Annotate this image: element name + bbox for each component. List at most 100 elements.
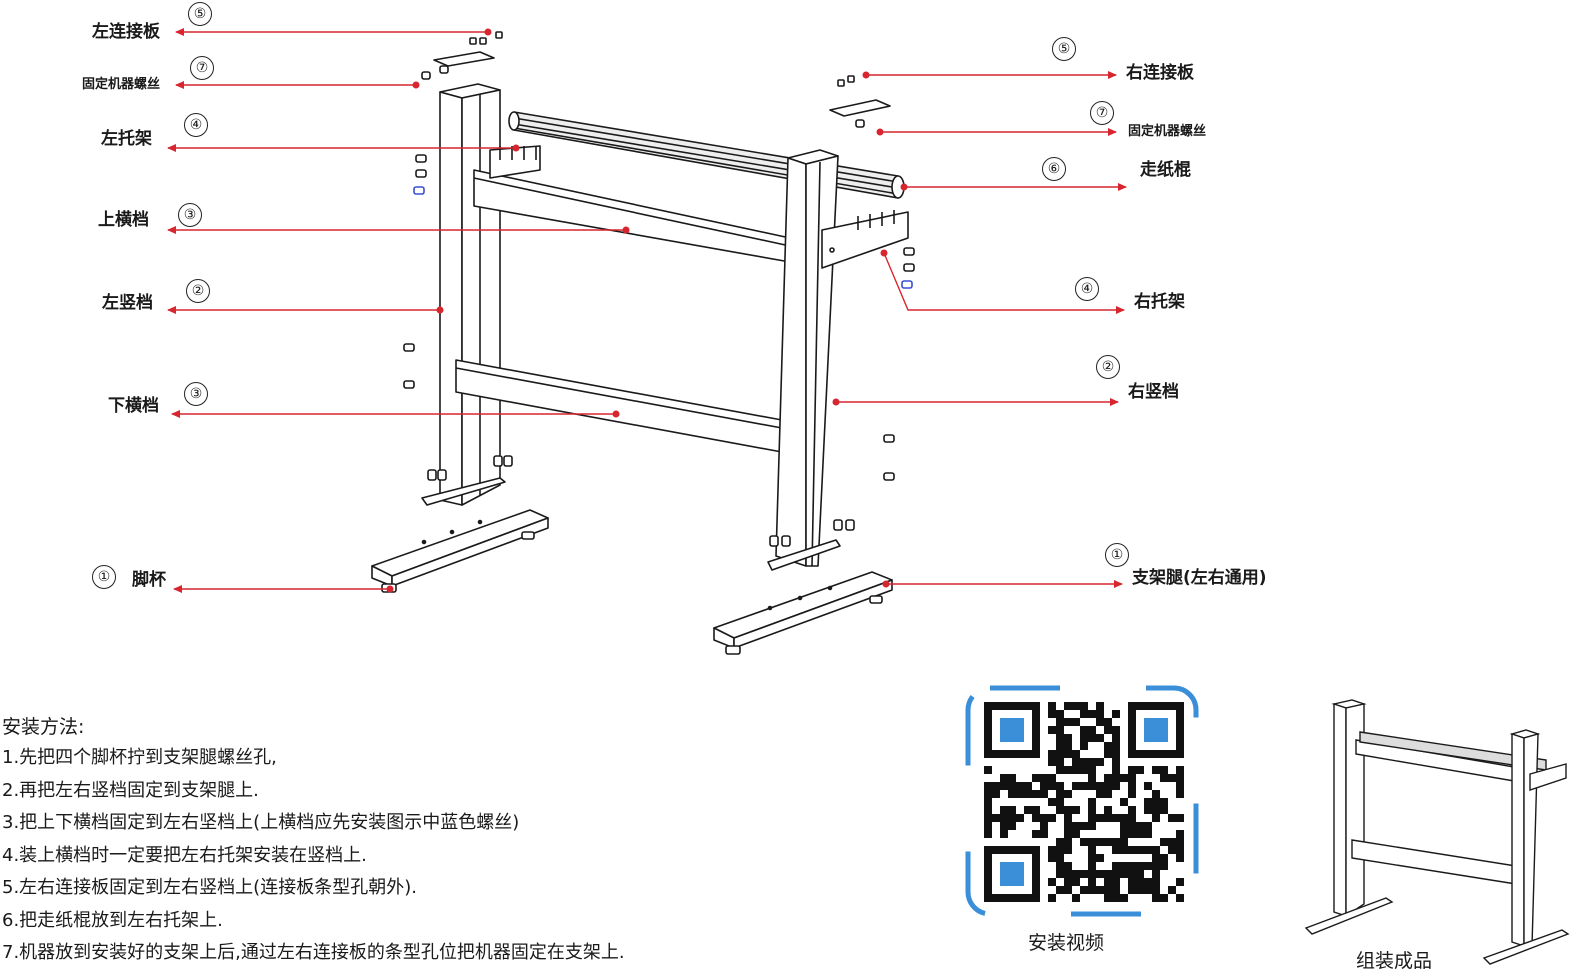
loose-screws <box>403 31 915 547</box>
qr-module <box>984 822 992 830</box>
qr-module <box>1120 830 1128 838</box>
qr-module <box>1056 798 1064 806</box>
callout-label-leg: 支架腿(左右通用) <box>1132 568 1267 588</box>
qr-module <box>1168 886 1176 894</box>
qr-module <box>1104 806 1112 814</box>
instruction-step: 1.先把四个脚杯拧到支架腿螺丝孔, <box>2 747 277 768</box>
qr-module <box>984 782 992 790</box>
left-bracket <box>489 145 541 179</box>
qr-finder <box>984 702 1040 758</box>
qr-module <box>1016 814 1024 822</box>
qr-module <box>1112 782 1120 790</box>
qr-module <box>1112 894 1120 902</box>
qr-module <box>1104 774 1112 782</box>
qr-module <box>1008 806 1016 814</box>
qr-module <box>1064 846 1072 854</box>
qr-module <box>1072 878 1080 886</box>
qr-module <box>1128 878 1136 886</box>
finished-caption: 组装成品 <box>1356 950 1433 972</box>
qr-module <box>1128 846 1136 854</box>
qr-module <box>1152 878 1160 886</box>
qr-module <box>1056 862 1064 870</box>
qr-module <box>1096 702 1104 710</box>
qr-module <box>1136 878 1144 886</box>
qr-module <box>1104 726 1112 734</box>
qr-module <box>1176 854 1184 862</box>
qr-module <box>984 766 992 774</box>
qr-module <box>1048 878 1056 886</box>
qr-module <box>1080 742 1088 750</box>
qr-module <box>1064 886 1072 894</box>
qr-module <box>1000 774 1008 782</box>
callout-number: ① <box>1105 543 1129 567</box>
qr-module <box>1176 814 1184 822</box>
qr-module <box>1072 766 1080 774</box>
qr-finder <box>1128 702 1184 758</box>
qr-module <box>1112 742 1120 750</box>
qr-module <box>1048 750 1056 758</box>
callout-label-paper-roller: 走纸棍 <box>1140 160 1191 180</box>
qr-module <box>1096 782 1104 790</box>
qr-module <box>1008 822 1016 830</box>
qr-module <box>1160 862 1168 870</box>
qr-module <box>1104 814 1112 822</box>
qr-module <box>1088 862 1096 870</box>
qr-module <box>1064 766 1072 774</box>
qr-module <box>1080 766 1088 774</box>
qr-code <box>984 702 1184 902</box>
qr-module <box>1144 830 1152 838</box>
qr-module <box>984 806 992 814</box>
qr-module <box>1088 886 1096 894</box>
qr-module <box>1120 774 1128 782</box>
qr-module <box>1056 734 1064 742</box>
right-foot <box>713 571 893 649</box>
paper-roller <box>508 111 905 199</box>
qr-module <box>1152 814 1160 822</box>
callout-label-foot-cup: 脚杯 <box>132 570 166 590</box>
qr-module <box>1000 806 1008 814</box>
callout-label-left-screw: 固定机器螺丝 <box>82 77 161 92</box>
qr-module <box>1088 806 1096 814</box>
qr-module <box>1144 886 1152 894</box>
qr-module <box>1112 726 1120 734</box>
qr-module <box>1064 822 1072 830</box>
qr-module <box>1112 710 1120 718</box>
arrow-right-bracket <box>883 252 1125 314</box>
qr-module <box>1008 782 1016 790</box>
qr-module <box>1056 710 1064 718</box>
right-bracket <box>821 210 909 269</box>
qr-module <box>1104 718 1112 726</box>
qr-module <box>984 798 992 806</box>
qr-module <box>1176 790 1184 798</box>
qr-module <box>1120 862 1128 870</box>
qr-module <box>1136 862 1144 870</box>
qr-module <box>1080 758 1088 766</box>
qr-module <box>1088 798 1096 806</box>
qr-module <box>1008 774 1016 782</box>
qr-module <box>1048 814 1056 822</box>
qr-module <box>1152 862 1160 870</box>
qr-module <box>1128 822 1136 830</box>
qr-module <box>1040 830 1048 838</box>
qr-finder-center <box>1000 862 1024 886</box>
qr-module <box>1096 838 1104 846</box>
qr-module <box>1128 782 1136 790</box>
qr-module <box>1080 822 1088 830</box>
qr-module <box>1176 894 1184 902</box>
callout-label-left-bracket: 左托架 <box>101 129 152 149</box>
qr-module <box>1176 830 1184 838</box>
qr-module <box>1096 814 1104 822</box>
callout-number: ③ <box>184 382 208 406</box>
qr-module <box>1040 774 1048 782</box>
qr-module <box>1152 894 1160 902</box>
qr-module <box>1176 878 1184 886</box>
qr-module <box>1072 718 1080 726</box>
callout-label-upper-rail: 上横档 <box>98 210 149 230</box>
qr-module <box>1016 790 1024 798</box>
qr-module <box>1064 702 1072 710</box>
qr-module <box>1168 814 1176 822</box>
qr-module <box>1064 742 1072 750</box>
instruction-step: 5.左右连接板固定到左右竖档上(连接板条型孔朝外). <box>2 877 417 898</box>
callout-number: ② <box>186 279 210 303</box>
qr-module <box>1104 790 1112 798</box>
